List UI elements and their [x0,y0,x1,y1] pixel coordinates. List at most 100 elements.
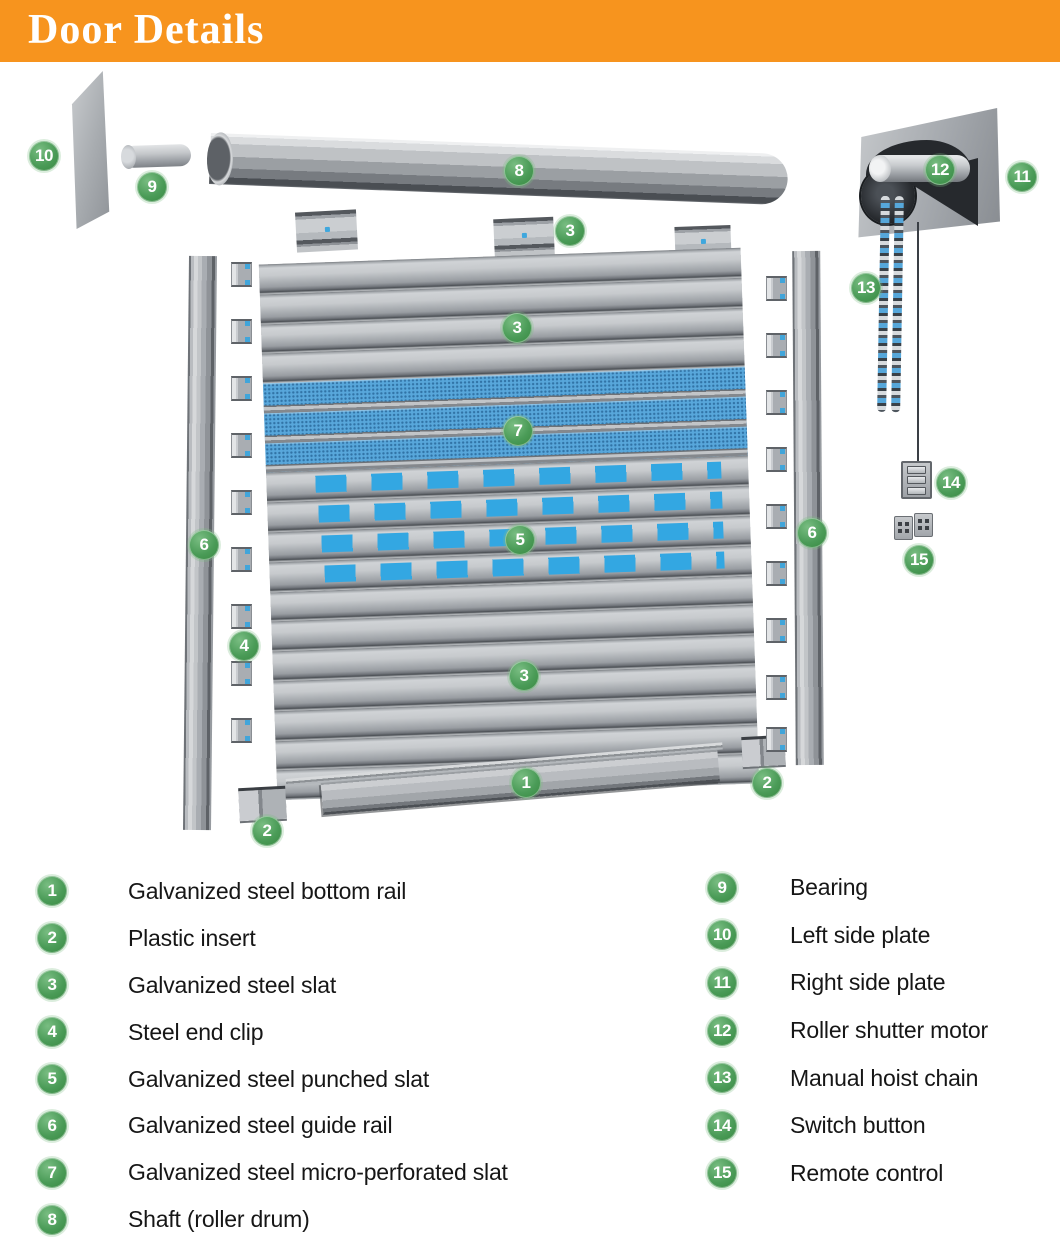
bearing [122,143,192,169]
callout-slat-upper: 3 [502,313,532,343]
guide-rail-right [792,250,824,766]
callout-left-plate: 10 [29,141,59,171]
callout-slat-lower: 3 [509,661,539,691]
legend-column-right: 9 Bearing 10 Left side plate 11 Right side pl… [707,864,988,1197]
steel-end-clip [766,504,787,529]
legend-number-badge: 10 [707,920,737,951]
steel-end-clip [231,433,252,458]
steel-end-clip [231,547,252,572]
legend-item: 5 Galvanized steel punched slat [37,1056,508,1103]
legend-item: 1 Galvanized steel bottom rail [37,868,508,915]
legend-number-badge: 9 [707,872,737,903]
steel-end-clip [766,675,787,700]
left-side-plate [71,71,110,229]
legend-item-label: Manual hoist chain [790,1064,979,1091]
legend-number-badge: 5 [37,1064,67,1094]
legend-number-badge: 6 [37,1110,67,1141]
legend-item: 8 Shaft (roller drum) [37,1196,508,1243]
steel-end-clip [766,618,787,643]
legend-item: 15 Remote control [707,1150,988,1198]
callout-hoist-chain: 13 [851,273,881,303]
legend-item-label: Right side plate [790,969,946,996]
steel-end-clip [766,333,787,358]
manual-hoist-chain [877,196,905,412]
legend-number-badge: 13 [707,1063,737,1094]
callout-remote: 15 [904,545,934,575]
steel-end-clip [231,718,252,743]
callout-bottom-rail: 1 [511,768,541,798]
legend-number-badge: 8 [37,1204,67,1235]
legend-item: 14 Switch button [707,1102,988,1150]
legend-item-label: Roller shutter motor [790,1017,988,1044]
steel-end-clip [766,727,787,752]
legend-item-label: Steel end clip [128,1018,264,1045]
callout-insert-right: 2 [752,768,782,798]
shaft-roller-drum [209,133,789,206]
legend-item-label: Shaft (roller drum) [128,1206,310,1233]
switch-key [907,465,926,474]
callout-shaft: 8 [504,156,534,186]
callout-perforated: 7 [503,416,533,446]
steel-end-clip [231,490,252,515]
legend-item-label: Galvanized steel micro-perforated slat [128,1159,508,1186]
steel-end-clip [231,376,252,401]
legend-item-label: Plastic insert [128,924,256,951]
steel-end-clip [766,390,787,415]
switch-button-box [901,461,932,499]
slat-sample [493,216,555,258]
callout-bearing: 9 [137,172,167,202]
callout-guide-left: 6 [189,530,219,560]
callout-right-plate: 11 [1007,162,1037,192]
legend-item-label: Galvanized steel punched slat [128,1065,430,1092]
steel-end-clip [766,561,787,586]
legend-item: 10 Left side plate [707,912,988,960]
switch-key [907,486,926,495]
callout-end-clip: 4 [229,631,259,661]
legend-number-badge: 1 [37,876,67,907]
remote-control [894,516,913,540]
steel-end-clip [231,604,252,629]
legend-number-badge: 2 [37,923,67,954]
legend-number-badge: 14 [707,1110,737,1141]
steel-end-clip [231,262,252,287]
legend-item-label: Galvanized steel bottom rail [128,877,407,904]
steel-end-clip [231,661,252,686]
legend-item: 7 Galvanized steel micro-perforated slat [37,1149,508,1196]
header-bar: Door Details [0,0,1060,62]
legend-number-badge: 7 [37,1157,67,1188]
legend-column-left: 1 Galvanized steel bottom rail 2 Plastic in… [37,868,508,1243]
callout-guide-right: 6 [797,518,827,548]
legend-item-label: Bearing [790,874,868,901]
legend-item-label: Switch button [790,1112,926,1139]
legend-item-label: Left side plate [790,921,931,948]
slat-sample [294,209,359,253]
legend-number-badge: 4 [37,1017,67,1048]
steel-end-clip [766,447,787,472]
switch-key [907,476,926,484]
legend-item: 11 Right side plate [707,959,988,1007]
legend-item: 2 Plastic insert [37,915,508,962]
steel-end-clip [231,319,252,344]
motor-cable [917,222,919,462]
callout-switch: 14 [936,468,966,498]
legend-item: 6 Galvanized steel guide rail [37,1102,508,1149]
callout-slat-sample: 3 [555,216,585,246]
callout-punched-slat: 5 [505,525,535,555]
legend-item-label: Remote control [790,1159,944,1186]
steel-end-clip [766,276,787,301]
legend-item-label: Galvanized steel guide rail [128,1112,393,1139]
remote-control [914,513,933,537]
callout-insert-left: 2 [252,816,282,846]
legend-number-badge: 15 [707,1158,737,1189]
legend-number-badge: 12 [707,1015,737,1046]
legend-item: 12 Roller shutter motor [707,1007,988,1055]
page-title: Door Details [28,7,265,53]
legend-number-badge: 11 [707,967,737,998]
legend-item: 4 Steel end clip [37,1009,508,1056]
legend-item: 9 Bearing [707,864,988,912]
legend-number-badge: 3 [37,970,67,1001]
callout-motor: 12 [925,155,955,185]
